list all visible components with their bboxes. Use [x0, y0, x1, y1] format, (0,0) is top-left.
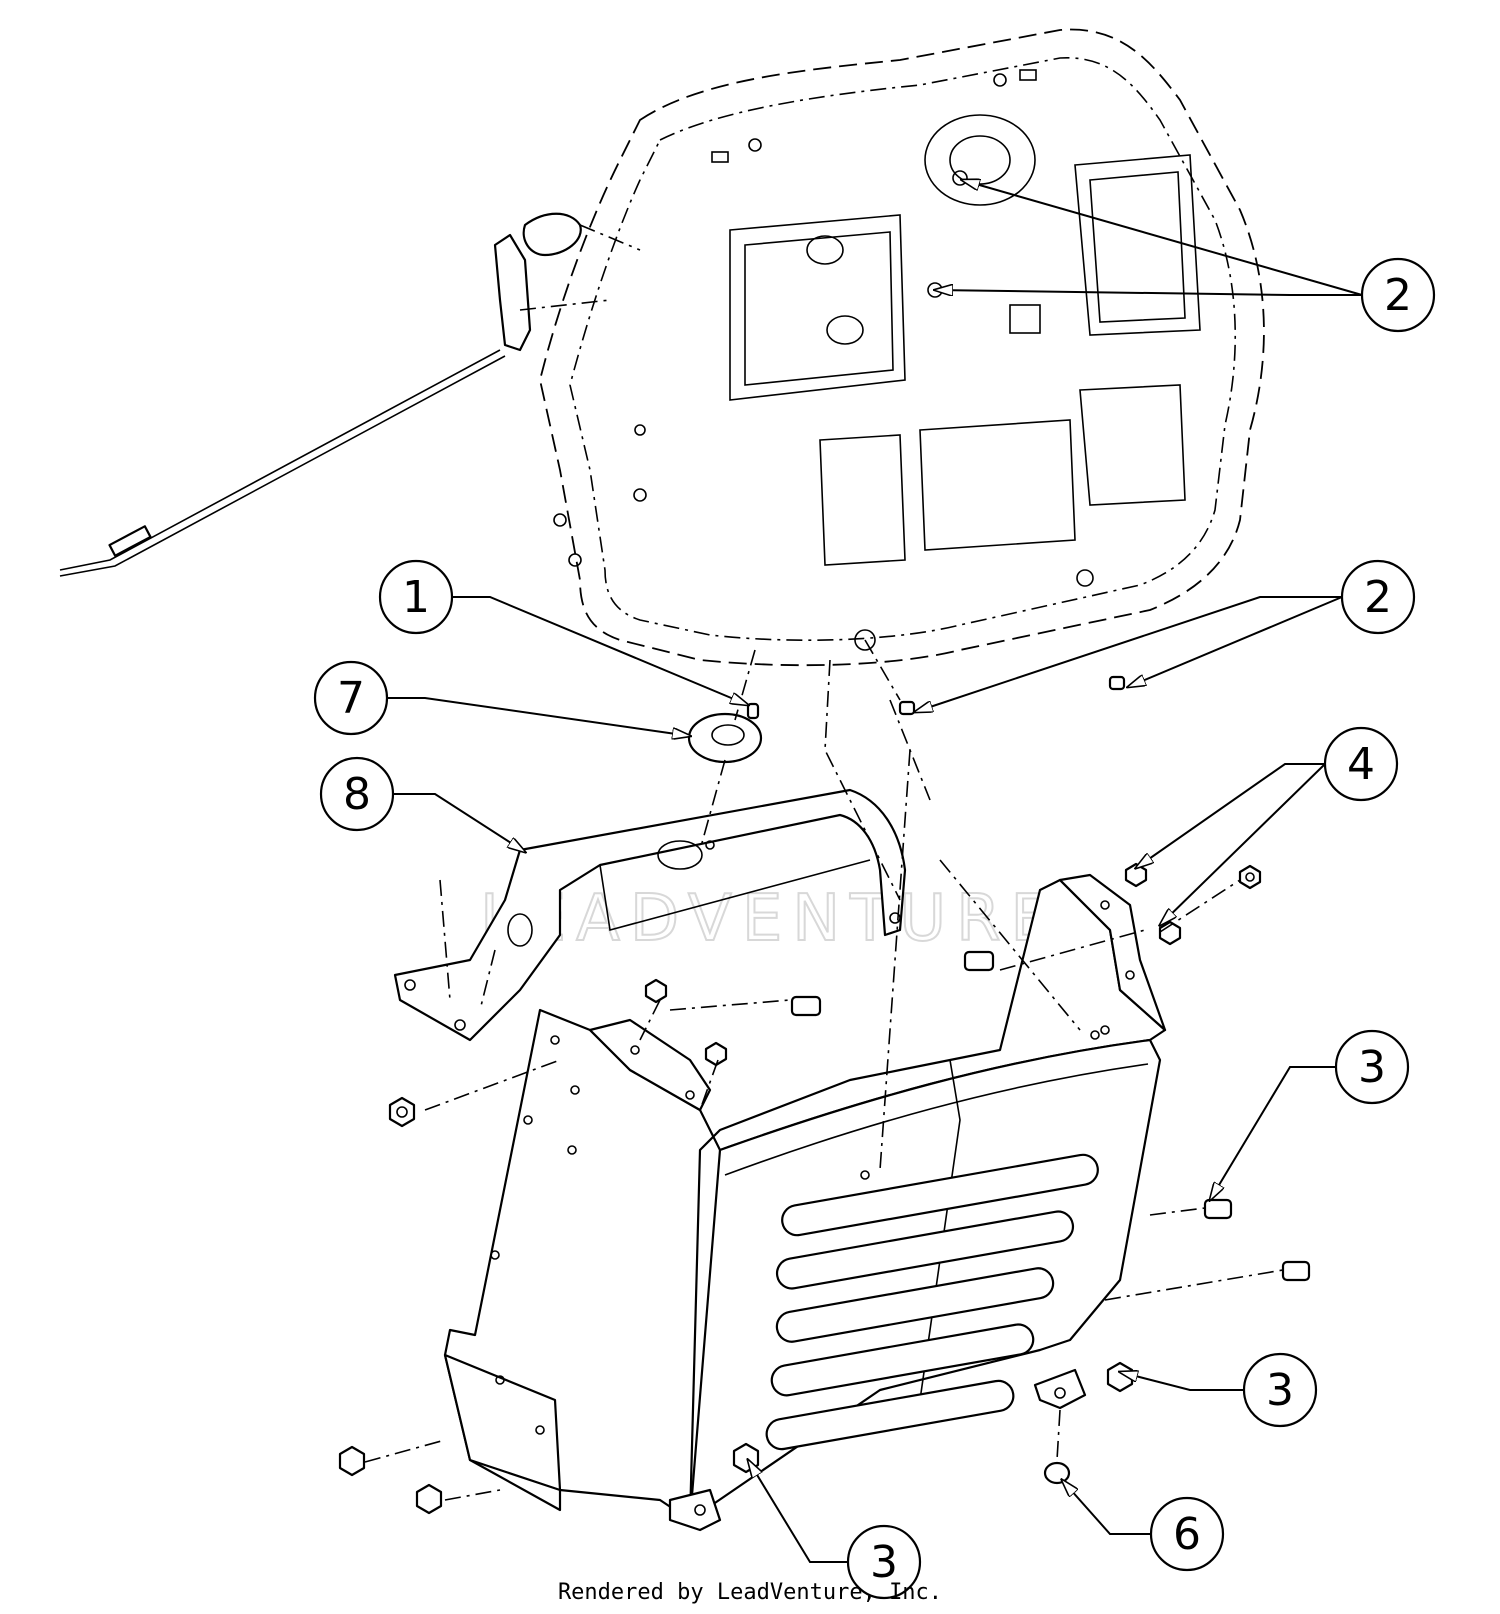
callout-4: 4: [1323, 726, 1399, 802]
render-credit: Rendered by LeadVenture, Inc.: [557, 1580, 943, 1605]
callout-3-right: 3: [1334, 1029, 1410, 1105]
callout-7: 7: [313, 660, 389, 736]
callout-6: 6: [1149, 1496, 1225, 1572]
svg-text:8: 8: [343, 769, 371, 820]
assembly-lines: [364, 639, 1284, 1501]
grille-panel: [443, 873, 1167, 1532]
svg-text:2: 2: [1364, 572, 1392, 623]
svg-text:6: 6: [1173, 1509, 1201, 1560]
svg-text:4: 4: [1347, 739, 1375, 790]
throttle-cable: [59, 212, 641, 577]
svg-text:2: 2: [1384, 270, 1412, 321]
watermark: LEADVENTURE: [480, 882, 1061, 956]
callout-2-top: 2: [1360, 257, 1436, 333]
callout-1: 1: [378, 559, 454, 635]
callout-group: 2 2 1 7 8 4 3 3: [313, 257, 1436, 1600]
callout-8: 8: [319, 756, 395, 832]
svg-text:7: 7: [337, 673, 365, 724]
svg-text:3: 3: [1358, 1042, 1386, 1093]
hardware: [338, 675, 1311, 1515]
svg-text:1: 1: [402, 572, 430, 623]
callout-3-bottom: 3: [846, 1524, 922, 1600]
svg-text:3: 3: [1266, 1365, 1294, 1416]
svg-text:3: 3: [870, 1537, 898, 1588]
grommet: [687, 712, 763, 764]
callout-2-mid: 2: [1340, 559, 1416, 635]
callout-3-lower: 3: [1242, 1352, 1318, 1428]
dashboard-console: [539, 28, 1265, 667]
